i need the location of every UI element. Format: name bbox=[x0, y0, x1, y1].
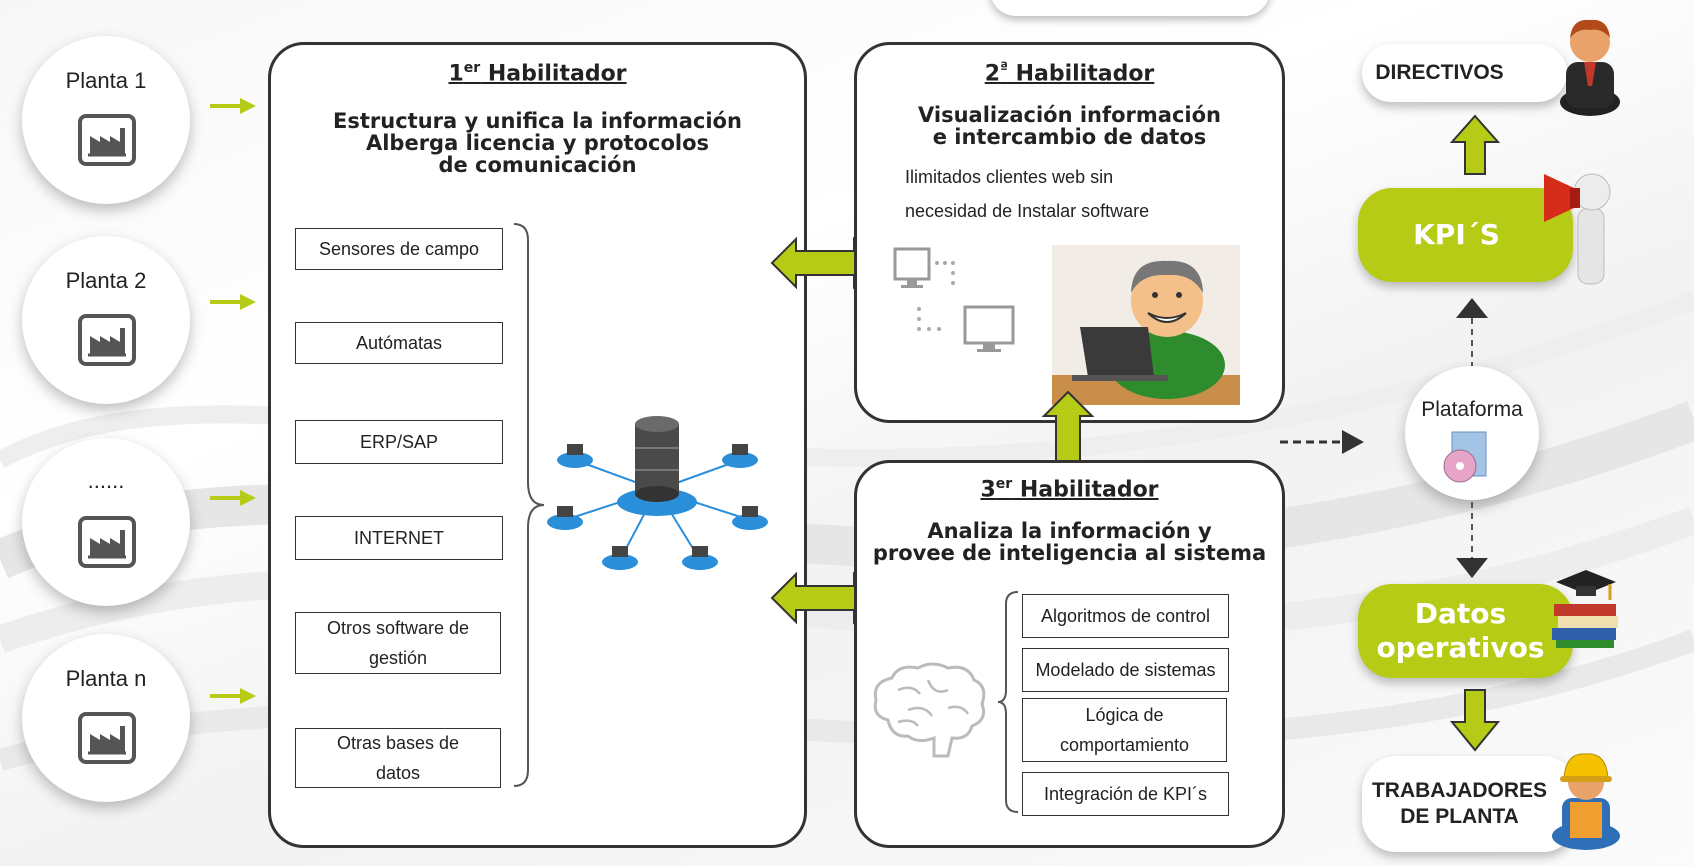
arrow-right-icon bbox=[210, 294, 256, 310]
plant-2-node: Planta 2 bbox=[22, 236, 190, 404]
plant-label: ...... bbox=[87, 468, 125, 493]
item-algoritmos: Algoritmos de control bbox=[1022, 594, 1229, 638]
worker-person-icon bbox=[1552, 753, 1620, 850]
arrow-right-icon bbox=[210, 688, 256, 704]
item-otras-bases: Otras bases de datos bbox=[295, 728, 501, 788]
person-laptop-icon bbox=[1052, 245, 1240, 405]
plant-label: Planta n bbox=[65, 666, 147, 691]
enabler-1-title: 1er Habilitador bbox=[448, 60, 627, 87]
kpis-pill: KPI´S bbox=[1358, 188, 1573, 282]
monitors-icon bbox=[893, 247, 1015, 352]
brain-icon bbox=[873, 662, 986, 758]
megaphone-person-icon bbox=[1544, 173, 1611, 285]
item-internet: INTERNET bbox=[295, 516, 503, 560]
brace-3 bbox=[997, 591, 1019, 813]
plant-label: Planta 2 bbox=[65, 268, 147, 293]
factory-icon bbox=[78, 314, 136, 366]
item-sensores: Sensores de campo bbox=[295, 228, 503, 270]
item-logica: Lógica de comportamiento bbox=[1022, 698, 1227, 762]
enabler-2-title: 2ª Habilitador bbox=[984, 60, 1155, 87]
arrow-right-icon bbox=[210, 490, 256, 506]
factory-icon bbox=[78, 114, 136, 166]
plant-1-node: Planta 1 bbox=[22, 36, 190, 204]
datos-operativos-pill: Datos operativos bbox=[1358, 584, 1573, 678]
plataforma-label: Plataforma bbox=[1421, 398, 1523, 421]
plant-label: Planta 1 bbox=[65, 68, 147, 93]
enabler-3-heading: Analiza la información y provee de intel… bbox=[872, 519, 1267, 565]
enabler-2-text: Ilimitados clientes web sin necesidad de… bbox=[905, 167, 1150, 221]
executive-person-icon bbox=[1560, 19, 1620, 116]
dashed-arrow-up-icon bbox=[1456, 298, 1488, 394]
item-otros-software: Otros software de gestión bbox=[295, 612, 501, 674]
dashed-arrow-right-icon bbox=[1280, 430, 1364, 454]
colored-dots-icon bbox=[990, 0, 1270, 16]
arrow-down-icon bbox=[1450, 689, 1500, 752]
arrow-up-icon bbox=[1450, 114, 1500, 175]
trabajadores-line1: TRABAJADORES bbox=[1371, 779, 1547, 802]
enabler-3-title: 3er Habilitador bbox=[980, 476, 1159, 503]
enabler-1-heading: Estructura y unifica la información Albe… bbox=[333, 109, 742, 177]
item-automatas: Autómatas bbox=[295, 322, 503, 364]
factory-icon bbox=[78, 516, 136, 568]
factory-icon bbox=[78, 712, 136, 764]
books-graduation-icon bbox=[1552, 570, 1618, 648]
software-box-icon bbox=[1443, 431, 1487, 483]
top-badge bbox=[990, 0, 1270, 16]
dashed-arrow-down-icon bbox=[1456, 502, 1488, 578]
enabler-2-heading: Visualización información e intercambio … bbox=[918, 103, 1221, 149]
trabajadores-line2: DE PLANTA bbox=[1400, 805, 1519, 828]
datos-line1: Datos bbox=[1414, 597, 1507, 630]
brace-1 bbox=[513, 223, 545, 787]
datos-line2: operativos bbox=[1376, 631, 1545, 664]
database-network-icon bbox=[547, 416, 768, 570]
item-erp: ERP/SAP bbox=[295, 420, 503, 464]
arrow-right-icon bbox=[210, 98, 256, 114]
plant-more-node: ...... bbox=[22, 438, 190, 606]
item-modelado: Modelado de sistemas bbox=[1022, 648, 1229, 692]
plant-n-node: Planta n bbox=[22, 634, 190, 802]
trabajadores-pill: TRABAJADORES DE PLANTA bbox=[1362, 756, 1577, 852]
item-integracion: Integración de KPI´s bbox=[1022, 772, 1229, 816]
directivos-pill: DIRECTIVOS bbox=[1362, 44, 1567, 102]
